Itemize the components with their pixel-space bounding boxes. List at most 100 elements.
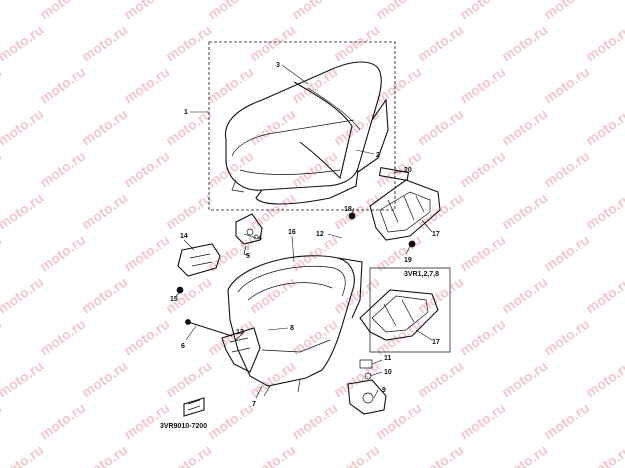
watermark-text: moto.ru <box>0 147 4 190</box>
callout-6: 6 <box>181 343 185 350</box>
watermark-text: moto.ru <box>289 399 341 442</box>
watermark-text: moto.ru <box>247 441 299 468</box>
watermark-text: moto.ru <box>457 0 509 22</box>
callout-14: 14 <box>180 233 188 240</box>
watermark-text: moto.ru <box>499 21 551 64</box>
watermark-text: moto.ru <box>457 147 509 190</box>
callout-11: 11 <box>384 355 392 362</box>
callout-13: 13 <box>236 329 244 336</box>
bolt <box>185 319 233 337</box>
watermark-text: moto.ru <box>163 441 215 468</box>
watermark-text: moto.ru <box>373 63 425 106</box>
watermark-text: moto.ru <box>499 357 551 400</box>
latch-assembly <box>347 359 387 415</box>
callout-17-lower: 17 <box>432 339 440 346</box>
callout-5: 5 <box>246 253 250 260</box>
watermark-text: moto.ru <box>79 441 131 468</box>
watermark-text: moto.ru <box>373 399 425 442</box>
watermark-text: moto.ru <box>499 273 551 316</box>
watermark-text: moto.ru <box>0 357 46 400</box>
watermark-text: moto.ru <box>79 357 131 400</box>
watermark-text: moto.ru <box>331 189 383 232</box>
watermark-text: moto.ru <box>205 0 257 22</box>
watermark-text: moto.ru <box>0 231 4 274</box>
watermark-text: moto.ru <box>0 441 46 468</box>
variant-label: 3VR1,2,7,8 <box>404 271 439 278</box>
seat-hinge <box>235 213 263 257</box>
watermark-text: moto.ru <box>0 399 4 442</box>
watermark-text: moto.ru <box>583 357 625 400</box>
watermark-text: moto.ru <box>541 63 593 106</box>
watermark-text: moto.ru <box>457 399 509 442</box>
callout-10: 10 <box>384 369 392 376</box>
watermark-text: moto.ru <box>541 399 593 442</box>
callout-8: 8 <box>290 325 294 332</box>
watermark-text: moto.ru <box>163 21 215 64</box>
callout-4: 4 <box>258 235 262 242</box>
watermark-text: moto.ru <box>0 273 46 316</box>
watermark-text: moto.ru <box>37 63 89 106</box>
watermark-text: moto.ru <box>247 21 299 64</box>
watermark-text: moto.ru <box>541 147 593 190</box>
leader-lines <box>175 64 433 399</box>
side-bracket <box>176 243 221 294</box>
callout-16: 16 <box>288 229 296 236</box>
watermark-text: moto.ru <box>247 105 299 148</box>
rear-carrier-upper <box>348 166 441 248</box>
watermark-text: moto.ru <box>79 21 131 64</box>
watermark-text: moto.ru <box>79 273 131 316</box>
watermark-text: moto.ru <box>0 105 46 148</box>
watermark-text: moto.ru <box>247 273 299 316</box>
watermark-text: moto.ru <box>37 315 89 358</box>
strap-lock <box>221 327 261 373</box>
seat <box>224 61 389 205</box>
watermark-text: moto.ru <box>247 189 299 232</box>
watermark-text: moto.ru <box>0 0 4 22</box>
callout-20: 20 <box>404 167 412 174</box>
seat-assembly-frame <box>208 41 396 211</box>
callout-labels: 1 2 3 4 5 6 7 8 9 10 11 12 13 14 15 16 1… <box>170 62 440 408</box>
watermark-text: moto.ru <box>541 0 593 22</box>
watermark-text: moto.ru <box>583 189 625 232</box>
watermark-text: moto.ru <box>121 147 173 190</box>
watermark-text: moto.ru <box>79 189 131 232</box>
watermark-text: moto.ru <box>0 63 4 106</box>
watermark-text: moto.ru <box>121 315 173 358</box>
variant-frame <box>369 267 451 353</box>
watermark-text: moto.ru <box>79 105 131 148</box>
watermark-text: moto.ru <box>331 357 383 400</box>
watermark-text: moto.ru <box>583 105 625 148</box>
watermark-text: moto.ru <box>415 105 467 148</box>
watermark-text: moto.ru <box>499 189 551 232</box>
callout-17-upper: 17 <box>432 231 440 238</box>
watermark-text: moto.ru <box>205 399 257 442</box>
watermark-text: moto.ru <box>121 231 173 274</box>
watermark-text: moto.ru <box>205 147 257 190</box>
callout-9: 9 <box>382 387 386 394</box>
watermark-text: moto.ru <box>331 21 383 64</box>
callout-19: 19 <box>404 257 412 264</box>
watermark-text: moto.ru <box>373 0 425 22</box>
watermark-text: moto.ru <box>37 399 89 442</box>
watermark-text: moto.ru <box>37 231 89 274</box>
callout-1: 1 <box>184 109 188 116</box>
rear-carrier-lower <box>359 289 439 341</box>
watermark-text: moto.ru <box>289 0 341 22</box>
watermark-text: moto.ru <box>163 189 215 232</box>
watermark-text: moto.ru <box>163 273 215 316</box>
watermark-text: moto.ru <box>499 105 551 148</box>
callout-18: 18 <box>344 206 352 213</box>
watermark-text: moto.ru <box>583 21 625 64</box>
watermark-text: moto.ru <box>163 357 215 400</box>
callout-12: 12 <box>316 231 324 238</box>
watermark-text: moto.ru <box>415 273 467 316</box>
watermark-text: moto.ru <box>331 273 383 316</box>
watermark-text: moto.ru <box>205 63 257 106</box>
watermark-text: moto.ru <box>37 147 89 190</box>
watermark-text: moto.ru <box>0 315 4 358</box>
callout-7: 7 <box>252 401 256 408</box>
key-icon <box>183 397 205 417</box>
